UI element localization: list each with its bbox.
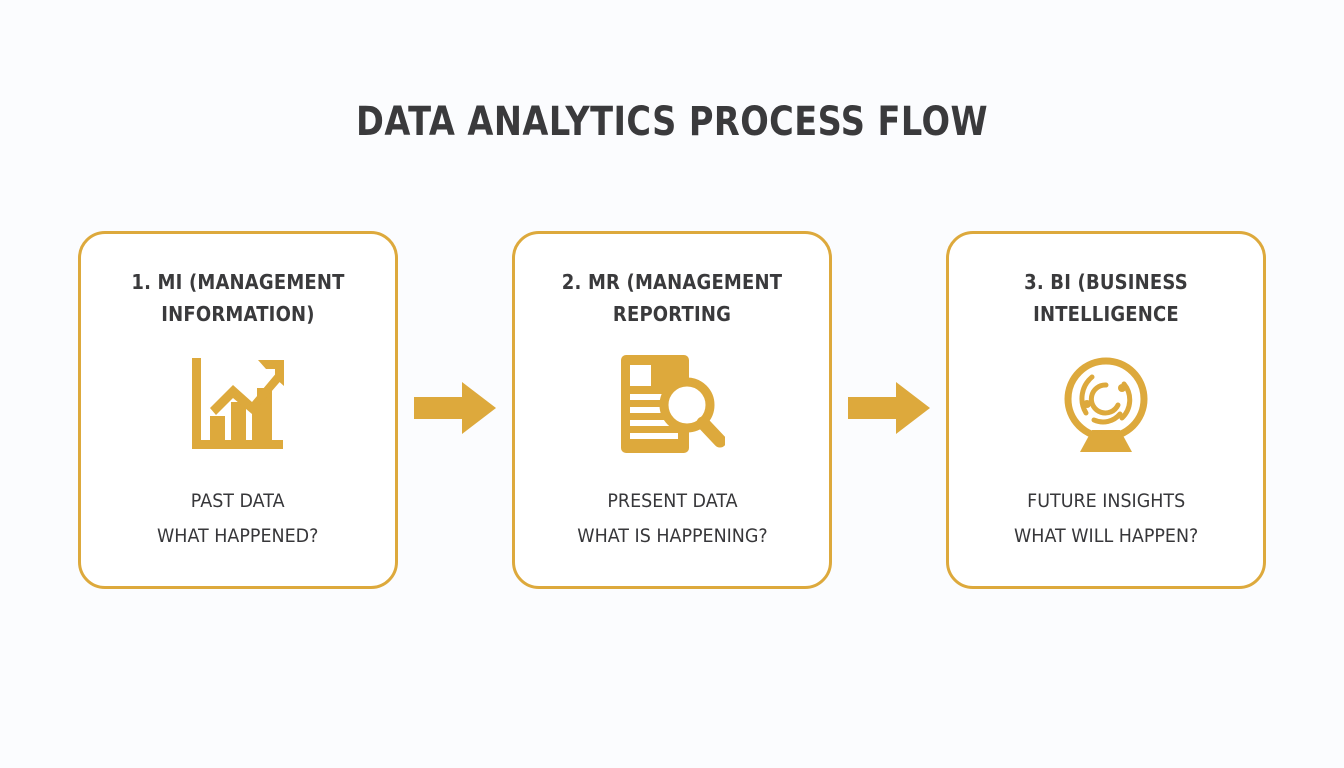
- step-2-heading: 2. MR (MANAGEMENT REPORTING: [561, 270, 783, 326]
- crystal-ball-icon: [1054, 352, 1158, 461]
- right-arrow-icon: [414, 381, 496, 439]
- process-step-card-2[interactable]: 2. MR (MANAGEMENT REPORTING: [512, 231, 832, 589]
- step-3-question: WHAT WILL HAPPEN?: [1013, 524, 1199, 547]
- step-1-question: WHAT HAPPENED?: [157, 524, 319, 547]
- page-title: DATA ANALYTICS PROCESS FLOW: [356, 99, 988, 145]
- step-2-icon-wrap: [533, 330, 811, 484]
- step-1-footer: PAST DATA WHAT HAPPENED?: [157, 484, 318, 560]
- step-1-heading: 1. MI (MANAGEMENT INFORMATION): [131, 270, 345, 326]
- step-3-timeframe: FUTURE INSIGHTS: [1026, 489, 1186, 512]
- arrow-step1-to-step2: [413, 381, 497, 439]
- process-step-card-3[interactable]: 3. BI (BUSINESS INTELLIGENCE: [946, 231, 1266, 589]
- step-2-footer: PRESENT DATA WHAT IS HAPPENING?: [577, 484, 767, 560]
- document-magnifier-icon: [619, 353, 727, 460]
- step-2-timeframe: PRESENT DATA: [606, 489, 738, 512]
- process-step-card-1[interactable]: 1. MI (MANAGEMENT INFORMATION): [78, 231, 398, 589]
- step-3-footer: FUTURE INSIGHTS WHAT WILL HAPPEN?: [1014, 484, 1198, 560]
- step-1-icon-wrap: [99, 330, 377, 484]
- step-2-question: WHAT IS HAPPENING?: [576, 524, 768, 547]
- arrow-step2-to-step3: [847, 381, 931, 439]
- right-arrow-icon: [848, 381, 930, 439]
- step-1-timeframe: PAST DATA: [191, 489, 285, 512]
- step-3-icon-wrap: [967, 330, 1245, 484]
- step-3-heading: 3. BI (BUSINESS INTELLIGENCE: [1024, 270, 1188, 326]
- bar-chart-growth-icon: [186, 354, 290, 459]
- process-flow: 1. MI (MANAGEMENT INFORMATION): [78, 231, 1266, 589]
